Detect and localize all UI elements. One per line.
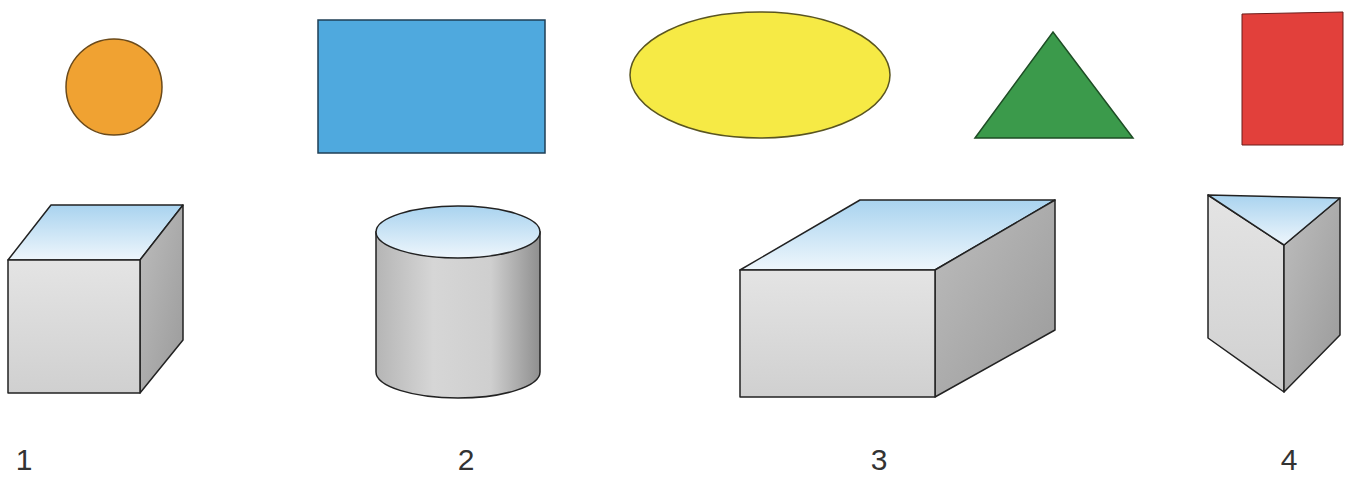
- yellow-ellipse: [630, 12, 890, 138]
- callout-number: 3: [871, 445, 888, 475]
- callout-number: 2: [458, 445, 475, 475]
- blue-rectangle: [318, 20, 545, 153]
- callout-number: 4: [1281, 445, 1298, 475]
- green-triangle: [975, 32, 1133, 138]
- cube: [8, 205, 183, 393]
- orange-circle: [66, 39, 162, 135]
- cuboid: [740, 200, 1055, 397]
- triangular-prism: [1208, 195, 1340, 392]
- callout-number: 1: [16, 445, 33, 475]
- cylinder: [376, 206, 540, 398]
- red-square: [1242, 12, 1343, 145]
